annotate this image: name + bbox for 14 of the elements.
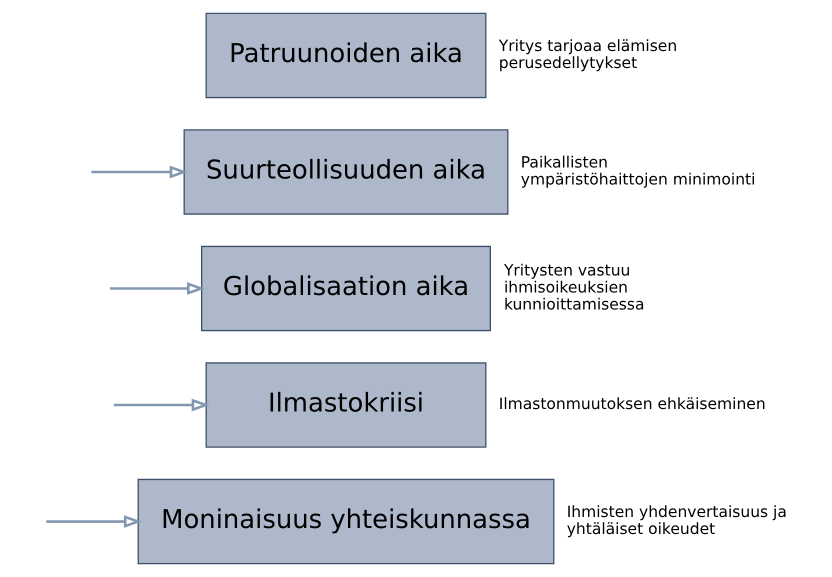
node-label: Yritys tarjoaa elämisen perusedellytykset <box>498 37 678 72</box>
node-label: Ilmastonmuutoksen ehkäiseminen <box>498 395 766 414</box>
node-label: Ihmisten yhdenvertaisuus ja yhtäläiset oikeudet <box>566 503 787 538</box>
node-box: Moninaisuus yhteiskunnassa <box>138 478 554 564</box>
node-label: Yritysten vastuu ihmisoikeuksien kunnioittamisessa <box>504 262 644 314</box>
node-box: Suurteollisuuden aika <box>184 129 508 215</box>
node-box: Ilmastokriisi <box>206 362 486 448</box>
arrow <box>91 166 188 178</box>
node-label: Paikallisten ympäristöhaittojen minimointi <box>520 154 756 188</box>
node-box: Globalisaation aika <box>201 246 491 332</box>
arrow <box>114 398 210 412</box>
arrow <box>110 282 206 295</box>
arrow <box>46 515 142 528</box>
node-box: Patruunoiden aika <box>206 12 486 98</box>
